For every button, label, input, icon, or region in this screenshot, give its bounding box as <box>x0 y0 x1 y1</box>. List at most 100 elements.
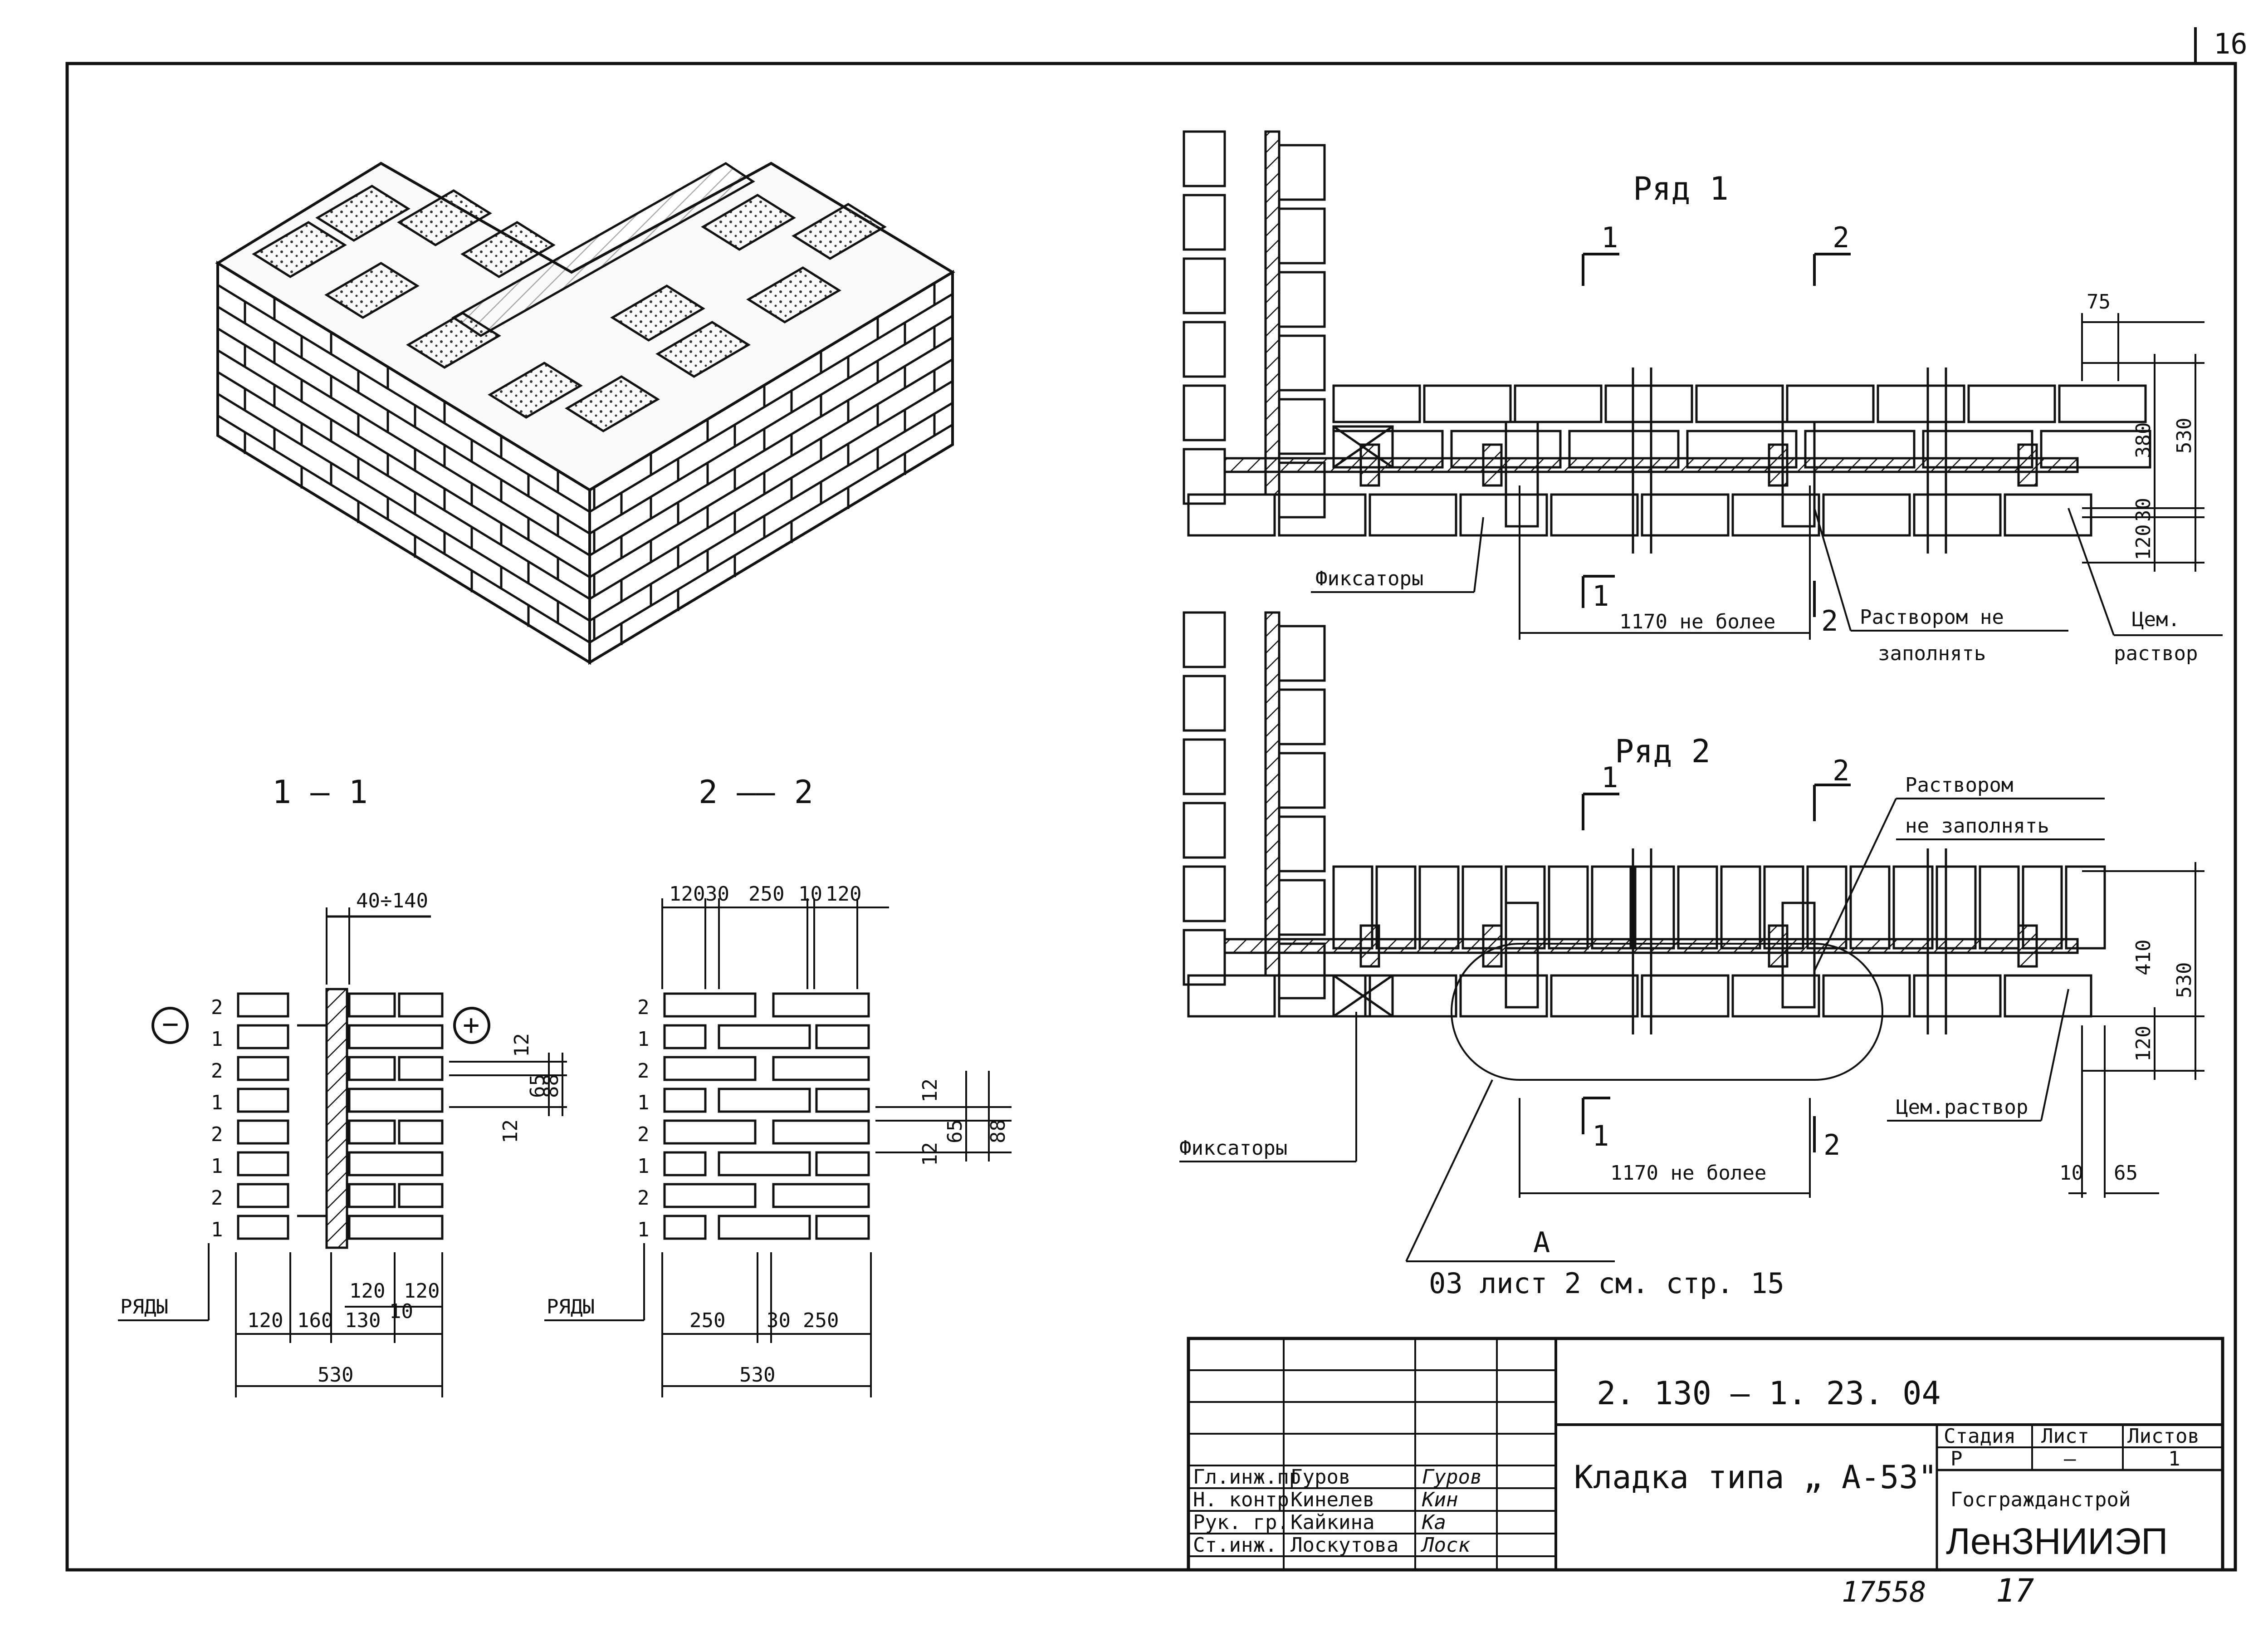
brick <box>1459 974 1548 1018</box>
iso-top-brick <box>746 266 841 323</box>
person-signature: Ка <box>1422 1511 1446 1534</box>
sec1-dim-total: 530 <box>318 1363 353 1387</box>
brick <box>1183 929 1226 986</box>
brick <box>237 1056 289 1081</box>
val-sheet: — <box>2064 1447 2076 1470</box>
brick <box>1550 974 1639 1018</box>
iso-top-brick <box>701 194 796 251</box>
sec2-dim-250a: 250 <box>689 1309 725 1332</box>
row-number: 2 <box>637 1059 650 1083</box>
brick <box>1278 815 1326 872</box>
unfilled-cavity <box>1781 421 1816 528</box>
sec1-rows-label: РЯДЫ <box>120 1295 168 1318</box>
brick-course-line <box>217 371 591 600</box>
brick <box>1550 493 1639 537</box>
plan2-span: 1170 не более <box>1610 1162 1766 1185</box>
col-sheet: Лист <box>2041 1425 2089 1448</box>
plan1-title: Ряд 1 <box>1633 170 1729 207</box>
plan1-dim-380: 380 <box>2132 422 2155 458</box>
plan1-fixators: Фиксаторы <box>1315 567 1423 590</box>
brick <box>1695 384 1784 423</box>
plan2-no-mortar-2: не заполнять <box>1905 814 2049 838</box>
plan1-span: 1170 не более <box>1619 610 1775 633</box>
plan2-dim-120: 120 <box>2132 1026 2155 1062</box>
brick <box>237 1215 289 1240</box>
row-number: 2 <box>637 996 650 1019</box>
sec1-dim-65: 65 <box>526 1074 549 1098</box>
brick <box>1967 384 2056 423</box>
row-number: 2 <box>637 1123 650 1146</box>
brick <box>348 1088 444 1113</box>
sec1-dim-120a: 120 <box>247 1309 283 1332</box>
brick <box>1641 493 1730 537</box>
brick <box>1183 130 1226 187</box>
brick <box>1183 321 1226 378</box>
sec1-dim-120c: 120 <box>404 1279 440 1303</box>
brick <box>348 1056 396 1081</box>
plan2-node-label: А <box>1533 1226 1550 1259</box>
brick <box>348 1183 396 1208</box>
brick <box>815 1088 870 1113</box>
brick <box>1278 334 1326 392</box>
brick <box>1183 802 1226 859</box>
iso-top-brick <box>460 221 556 278</box>
iso-top-brick <box>565 375 660 432</box>
crossed-brick <box>1332 974 1394 1018</box>
cross-line <box>1333 974 1393 1018</box>
brick <box>1375 865 1417 950</box>
brick <box>1187 493 1276 537</box>
archive-number: 17558 <box>1842 1575 1926 1608</box>
person-name: Кайкина <box>1290 1511 1374 1534</box>
sec2-rows-label: РЯДЫ <box>547 1295 595 1318</box>
brick <box>1604 384 1693 423</box>
plan2-cut1-top: 1 <box>1601 761 1618 794</box>
row-number: 2 <box>637 1186 650 1210</box>
brick <box>2065 865 2106 950</box>
sec1-dim-10: 10 <box>389 1300 413 1323</box>
sec1-dim-120b: 120 <box>349 1279 385 1303</box>
brick <box>398 1183 444 1208</box>
brick <box>663 1215 707 1240</box>
brick <box>1877 384 1965 423</box>
brick <box>1423 384 1512 423</box>
sec2-dim-10: 10 <box>798 882 822 906</box>
brick <box>1677 865 1718 950</box>
brick <box>663 1183 757 1208</box>
brick <box>1892 865 1934 950</box>
mortar-core <box>1264 611 1281 977</box>
brick <box>398 992 444 1018</box>
person-name: Гуров <box>1290 1465 1350 1489</box>
plan1-no-mortar-1: Раствором не <box>1860 606 2004 629</box>
plan1-dim-530: 530 <box>2173 418 2196 454</box>
brick <box>1187 974 1276 1018</box>
section-1-dim-top: 40÷140 <box>356 889 428 912</box>
plan-row-1: Ряд 1 1 2 1 2 75 380 530 30 120 <box>1183 130 2223 665</box>
minus-sign: − <box>162 1007 179 1040</box>
brick <box>1183 448 1226 505</box>
sec1-dim-160: 160 <box>297 1309 333 1332</box>
brick <box>398 1056 444 1081</box>
sec2-dim-12b: 12 <box>919 1142 942 1166</box>
sheet-frame <box>65 62 2237 1572</box>
brick-course-line <box>217 414 591 644</box>
brick <box>1183 865 1226 922</box>
sec2-dim-120a: 120 <box>669 882 705 906</box>
brick <box>237 1024 289 1049</box>
brick <box>663 1056 757 1081</box>
brick-course-line <box>589 293 953 513</box>
plan1-cut1-top: 1 <box>1601 221 1618 254</box>
brick <box>1459 493 1548 537</box>
brick <box>1418 865 1460 950</box>
plan-row-2: Ряд 2 1 2 1 2 Раствором не заполнять 410… <box>1179 611 2204 1300</box>
fixator <box>1768 924 1789 968</box>
brick <box>1936 865 1977 950</box>
iso-top-brick <box>792 203 887 260</box>
title-block <box>1187 1337 2224 1572</box>
row-number: 1 <box>211 1091 223 1114</box>
unfilled-cavity <box>1505 902 1539 1009</box>
row-number: 2 <box>211 1059 223 1083</box>
org-name-2: ЛенЗНИИЭП <box>1946 1521 2168 1562</box>
plan2-dim-10: 10 <box>2059 1162 2083 1185</box>
